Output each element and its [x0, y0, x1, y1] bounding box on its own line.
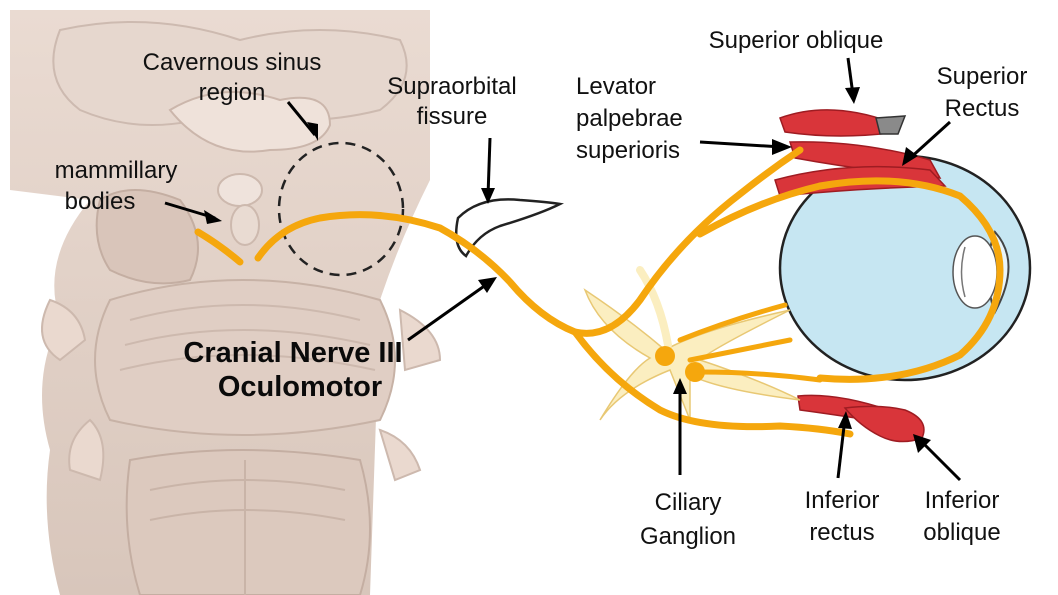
superior-rectus-label: Superior: [937, 63, 1028, 90]
ciliary-ganglion-label-2: Ganglion: [640, 523, 736, 550]
inferior-rectus-label-2: rectus: [809, 519, 874, 546]
inferior-muscles: [798, 395, 924, 441]
ciliary-ganglion-label: Ciliary: [655, 489, 722, 516]
superior-oblique-label: Superior oblique: [709, 27, 884, 54]
mammillary-bodies-label-2: bodies: [65, 188, 136, 215]
inferior-oblique-label: Inferior: [925, 487, 1000, 514]
supraorbital-fissure-label-2: fissure: [417, 103, 488, 130]
supraorbital-fissure-label: Supraorbital: [387, 73, 516, 100]
levator-palpebrae-label-2: palpebrae: [576, 105, 683, 132]
cavernous-sinus-label: Cavernous sinus: [143, 49, 322, 76]
inferior-oblique-label-2: oblique: [923, 519, 1000, 546]
superior-rectus-label-2: Rectus: [945, 95, 1020, 122]
cranial-nerve-title: Cranial Nerve III: [183, 337, 402, 369]
cavernous-sinus-label-2: region: [199, 79, 266, 106]
levator-palpebrae-label: Levator: [576, 73, 656, 100]
inferior-rectus-label: Inferior: [805, 487, 880, 514]
levator-palpebrae-label-3: superioris: [576, 137, 680, 164]
cranial-nerve-subtitle: Oculomotor: [218, 371, 382, 403]
mammillary-bodies-label: mammillary: [55, 157, 178, 184]
trochlea-tendon: [876, 116, 905, 134]
